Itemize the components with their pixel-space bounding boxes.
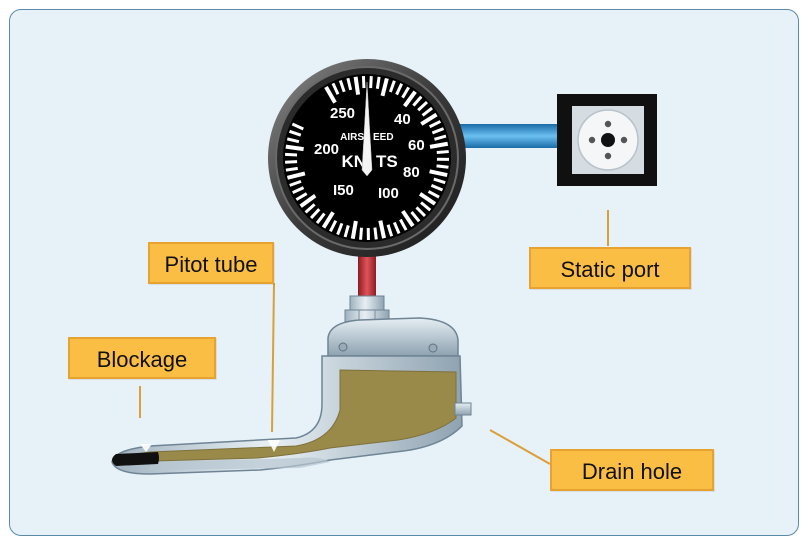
gauge-tick: [375, 76, 381, 89]
gauge-tick: [288, 129, 302, 137]
gauge-tick: [429, 169, 448, 178]
gauge-tick: [388, 80, 396, 93]
gauge-tick: [361, 76, 366, 89]
gauge-tick: [420, 112, 438, 126]
gauge-tick: [436, 150, 449, 155]
callout-blockage: Blockage: [68, 337, 216, 379]
gauge-tick: [291, 122, 304, 131]
gauge-tick: [315, 212, 326, 224]
scale-labels: 250 40 60 200 80 I50 I00: [314, 105, 425, 202]
pitot-tube-body: [111, 317, 472, 475]
callout-static-port: Static port: [529, 247, 691, 289]
gauge-tick: [321, 211, 335, 229]
gauge-tick: [431, 127, 445, 135]
gauge-tick: [395, 83, 404, 96]
gauge-tick: [295, 192, 308, 201]
gauge-tick: [285, 144, 304, 152]
leader-line-pitot: [271, 282, 275, 433]
gauge-units-right: TS: [376, 152, 398, 171]
leader-line-drain: [489, 429, 551, 465]
gauge-tick: [403, 90, 417, 108]
airspeed-indicator-gauge: 250 40 60 200 80 I50 I00 AIRS EED KN TS: [268, 59, 466, 257]
gauge-tick: [329, 219, 338, 233]
gauge-tick: [430, 183, 444, 192]
scale-label: 60: [408, 137, 425, 154]
gauge-tick: [286, 171, 306, 180]
gauge-title-right: EED: [373, 132, 394, 143]
gauge-tick: [346, 77, 353, 91]
gauge-tick: [434, 134, 447, 141]
gauge-tick: [380, 77, 389, 97]
gauge-tick: [309, 208, 321, 219]
gauge-tick: [285, 160, 298, 164]
gauge-tick: [285, 152, 298, 157]
scale-label: I50: [333, 182, 354, 199]
scale-label: 200: [314, 141, 339, 158]
gauge-tick: [417, 100, 428, 112]
callout-drain-hole: Drain hole: [550, 449, 714, 491]
gauge-tick: [418, 192, 437, 206]
gauge-tick: [286, 137, 300, 144]
gauge-tick: [336, 222, 344, 236]
gauge-needle: [361, 81, 373, 177]
gauge-tick: [386, 224, 394, 237]
gauge-tick: [373, 227, 378, 240]
gauge-tick: [401, 209, 415, 228]
gauge-tick: [324, 85, 337, 104]
gauge-tick: [420, 201, 432, 212]
gauge-tick: [338, 79, 346, 93]
gauge-tick: [427, 190, 440, 199]
gauge-title-left: AIRS: [340, 132, 364, 143]
gauge-tick: [350, 220, 358, 240]
scale-label: 250: [330, 105, 355, 122]
gauge-tick: [304, 203, 316, 214]
gauge-tick: [401, 86, 410, 99]
scale-label: 80: [403, 164, 420, 181]
gauge-tick: [392, 221, 401, 235]
gauge-tick: [343, 225, 350, 238]
gauge-tick: [331, 82, 340, 95]
gauge-tick: [412, 95, 423, 107]
gauge-tick: [429, 141, 449, 149]
gauge-tick: [369, 76, 373, 89]
leader-lines: [139, 210, 609, 465]
gauge-tick: [353, 76, 361, 95]
gauge-tick: [359, 227, 364, 240]
callout-pitot-tube: Pitot tube: [148, 242, 274, 284]
gauge-tick: [299, 194, 317, 208]
gauge-tick: [289, 179, 302, 187]
gauge-units-left: KN: [341, 152, 366, 171]
gauge-tick: [415, 206, 427, 218]
gauge-tick: [410, 211, 421, 223]
gauge-tick: [399, 218, 408, 231]
gauge-tick: [292, 186, 305, 195]
static-port-icon: [557, 94, 657, 186]
scale-label: 40: [394, 111, 411, 128]
gauge-tick: [433, 177, 446, 185]
gauge-tick: [428, 120, 442, 129]
gauge-tick: [436, 164, 449, 169]
gauge-tick: [285, 166, 298, 172]
scale-label: I00: [378, 185, 399, 202]
gauge-tick: [421, 106, 433, 117]
gauge-tick: [378, 220, 387, 239]
